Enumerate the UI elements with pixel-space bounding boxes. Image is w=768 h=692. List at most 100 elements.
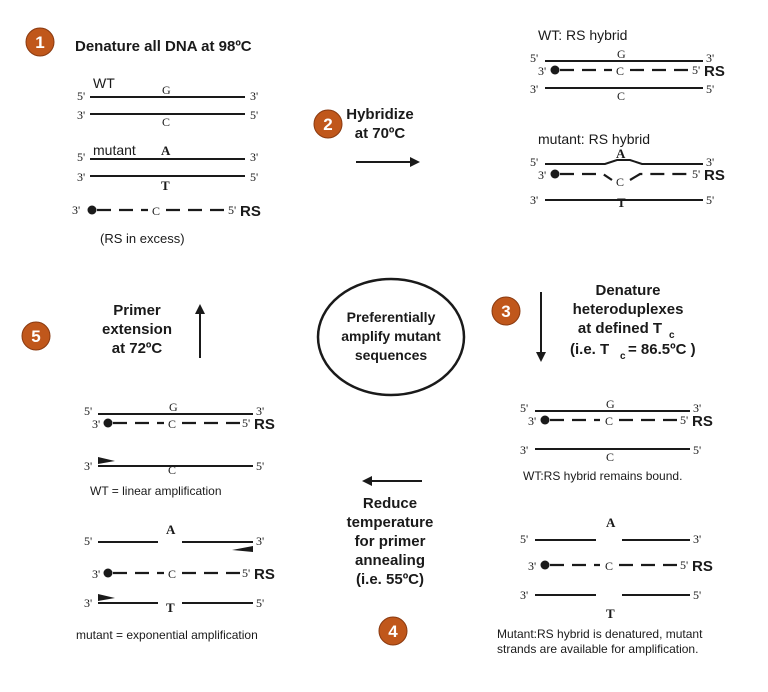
svg-text:C: C [168, 463, 176, 477]
svg-text:RS: RS [254, 566, 275, 583]
svg-text:5': 5' [256, 459, 264, 473]
wt-rs-bound: 5' G 3' 3' C 5' RS 3' C 5' [520, 397, 713, 464]
step-1-badge: 1 [25, 27, 55, 57]
svg-text:T: T [161, 178, 170, 193]
svg-text:A: A [166, 522, 176, 537]
mutant-rs-denatured: 5' A 3' 3' C 5' RS 3' T 5' [520, 515, 713, 621]
svg-text:3': 3' [77, 108, 85, 122]
svg-text:sequences: sequences [355, 347, 428, 363]
svg-text:RS: RS [254, 416, 275, 433]
svg-text:C: C [606, 450, 614, 464]
svg-text:mutant: mutant [93, 142, 136, 158]
svg-text:5': 5' [520, 532, 528, 546]
svg-text:3': 3' [92, 417, 100, 431]
svg-text:RS: RS [704, 63, 725, 80]
svg-text:C: C [617, 89, 625, 103]
svg-text:5': 5' [242, 416, 250, 430]
svg-text:C: C [168, 417, 176, 431]
svg-text:(i.e. T: (i.e. T [570, 341, 609, 358]
svg-text:T: T [166, 600, 175, 615]
svg-text:RS: RS [692, 558, 713, 575]
svg-text:RS: RS [692, 413, 713, 430]
svg-text:3': 3' [538, 168, 546, 182]
svg-text:C: C [162, 115, 170, 129]
svg-text:5': 5' [242, 566, 250, 580]
svg-text:C: C [616, 64, 624, 78]
step-2: 2 Hybridize at 70ºC WT: RS hybrid 5' G 3… [313, 27, 725, 210]
svg-text:3': 3' [72, 203, 80, 217]
svg-text:5': 5' [692, 167, 700, 181]
svg-text:at defined T: at defined T [578, 320, 662, 337]
svg-text:3': 3' [530, 193, 538, 207]
primer-arrow-icon [98, 594, 115, 601]
svg-text:= 86.5ºC ): = 86.5ºC ) [628, 341, 696, 358]
svg-text:5': 5' [530, 51, 538, 65]
svg-text:Denature: Denature [595, 282, 660, 299]
svg-text:5': 5' [520, 401, 528, 415]
svg-text:3': 3' [706, 51, 714, 65]
step-2-line2: at 70ºC [355, 125, 406, 142]
svg-text:3': 3' [84, 459, 92, 473]
svg-text:4: 4 [388, 622, 398, 641]
svg-text:C: C [616, 175, 624, 189]
wt-remains-note: WT:RS hybrid remains bound. [523, 469, 682, 483]
svg-text:5: 5 [31, 327, 40, 346]
svg-text:3': 3' [256, 534, 264, 548]
svg-text:5': 5' [228, 203, 236, 217]
svg-text:(i.e. 55ºC): (i.e. 55ºC) [356, 571, 424, 588]
rs-excess-note: (RS in excess) [100, 231, 185, 246]
svg-text:G: G [162, 83, 171, 97]
svg-text:5': 5' [680, 413, 688, 427]
svg-text:5': 5' [706, 82, 714, 96]
svg-text:3': 3' [520, 443, 528, 457]
svg-text:C: C [605, 559, 613, 573]
wt-linear-note: WT = linear amplification [90, 484, 222, 498]
mutant-exp-note: mutant = exponential amplification [76, 628, 258, 642]
svg-text:3': 3' [530, 82, 538, 96]
step-5-badge: 5 [21, 321, 51, 351]
svg-text:5': 5' [256, 596, 264, 610]
wt-linear-amplification: 5' G 3' 3' C 5' RS 3' C 5' [84, 400, 275, 477]
svg-text:at 72ºC: at 72ºC [112, 340, 163, 357]
svg-text:Primer: Primer [113, 302, 161, 319]
step-3-badge: 3 [491, 296, 521, 326]
mutant-denatured-note-1: Mutant:RS hybrid is denatured, mutant [497, 627, 703, 641]
svg-text:3': 3' [538, 64, 546, 78]
svg-text:3: 3 [501, 302, 510, 321]
primer-arrow-icon [232, 546, 253, 552]
svg-text:A: A [616, 146, 626, 161]
svg-text:3': 3' [77, 170, 85, 184]
svg-text:G: G [617, 47, 626, 61]
svg-text:3': 3' [693, 401, 701, 415]
svg-text:C: C [605, 414, 613, 428]
svg-text:C: C [152, 204, 160, 218]
mutant-duplex: 5' mutant A 3' 3' T 5' [77, 142, 258, 193]
svg-text:5': 5' [84, 404, 92, 418]
svg-text:A: A [161, 143, 171, 158]
svg-text:C: C [168, 567, 176, 581]
svg-text:3': 3' [528, 559, 536, 573]
step-2-badge: 2 [313, 109, 343, 139]
step-4: Reduce temperature for primer annealing … [347, 476, 433, 646]
step-1-title: Denature all DNA at 98ºC [75, 38, 252, 55]
svg-text:c: c [620, 351, 626, 362]
svg-text:5': 5' [84, 534, 92, 548]
svg-text:5': 5' [692, 63, 700, 77]
step-4-badge: 4 [378, 616, 408, 646]
svg-text:3': 3' [706, 155, 714, 169]
svg-text:5': 5' [250, 170, 258, 184]
svg-text:RS: RS [240, 203, 261, 220]
svg-text:Reduce: Reduce [363, 495, 417, 512]
svg-text:heteroduplexes: heteroduplexes [573, 301, 684, 318]
center-ellipse: Preferentially amplify mutant sequences [316, 277, 466, 397]
svg-text:c: c [669, 330, 675, 341]
svg-text:T: T [617, 195, 626, 210]
step-5: 5 Primer extension at 72ºC 5' G 3' 3' C … [21, 302, 275, 642]
svg-text:G: G [606, 397, 615, 411]
svg-text:T: T [606, 606, 615, 621]
svg-text:5': 5' [706, 193, 714, 207]
svg-text:5': 5' [77, 150, 85, 164]
mutant-rs-hybrid: 5' A 3' 3' C 5' RS 3' T 5' [530, 146, 725, 210]
svg-text:5': 5' [693, 588, 701, 602]
